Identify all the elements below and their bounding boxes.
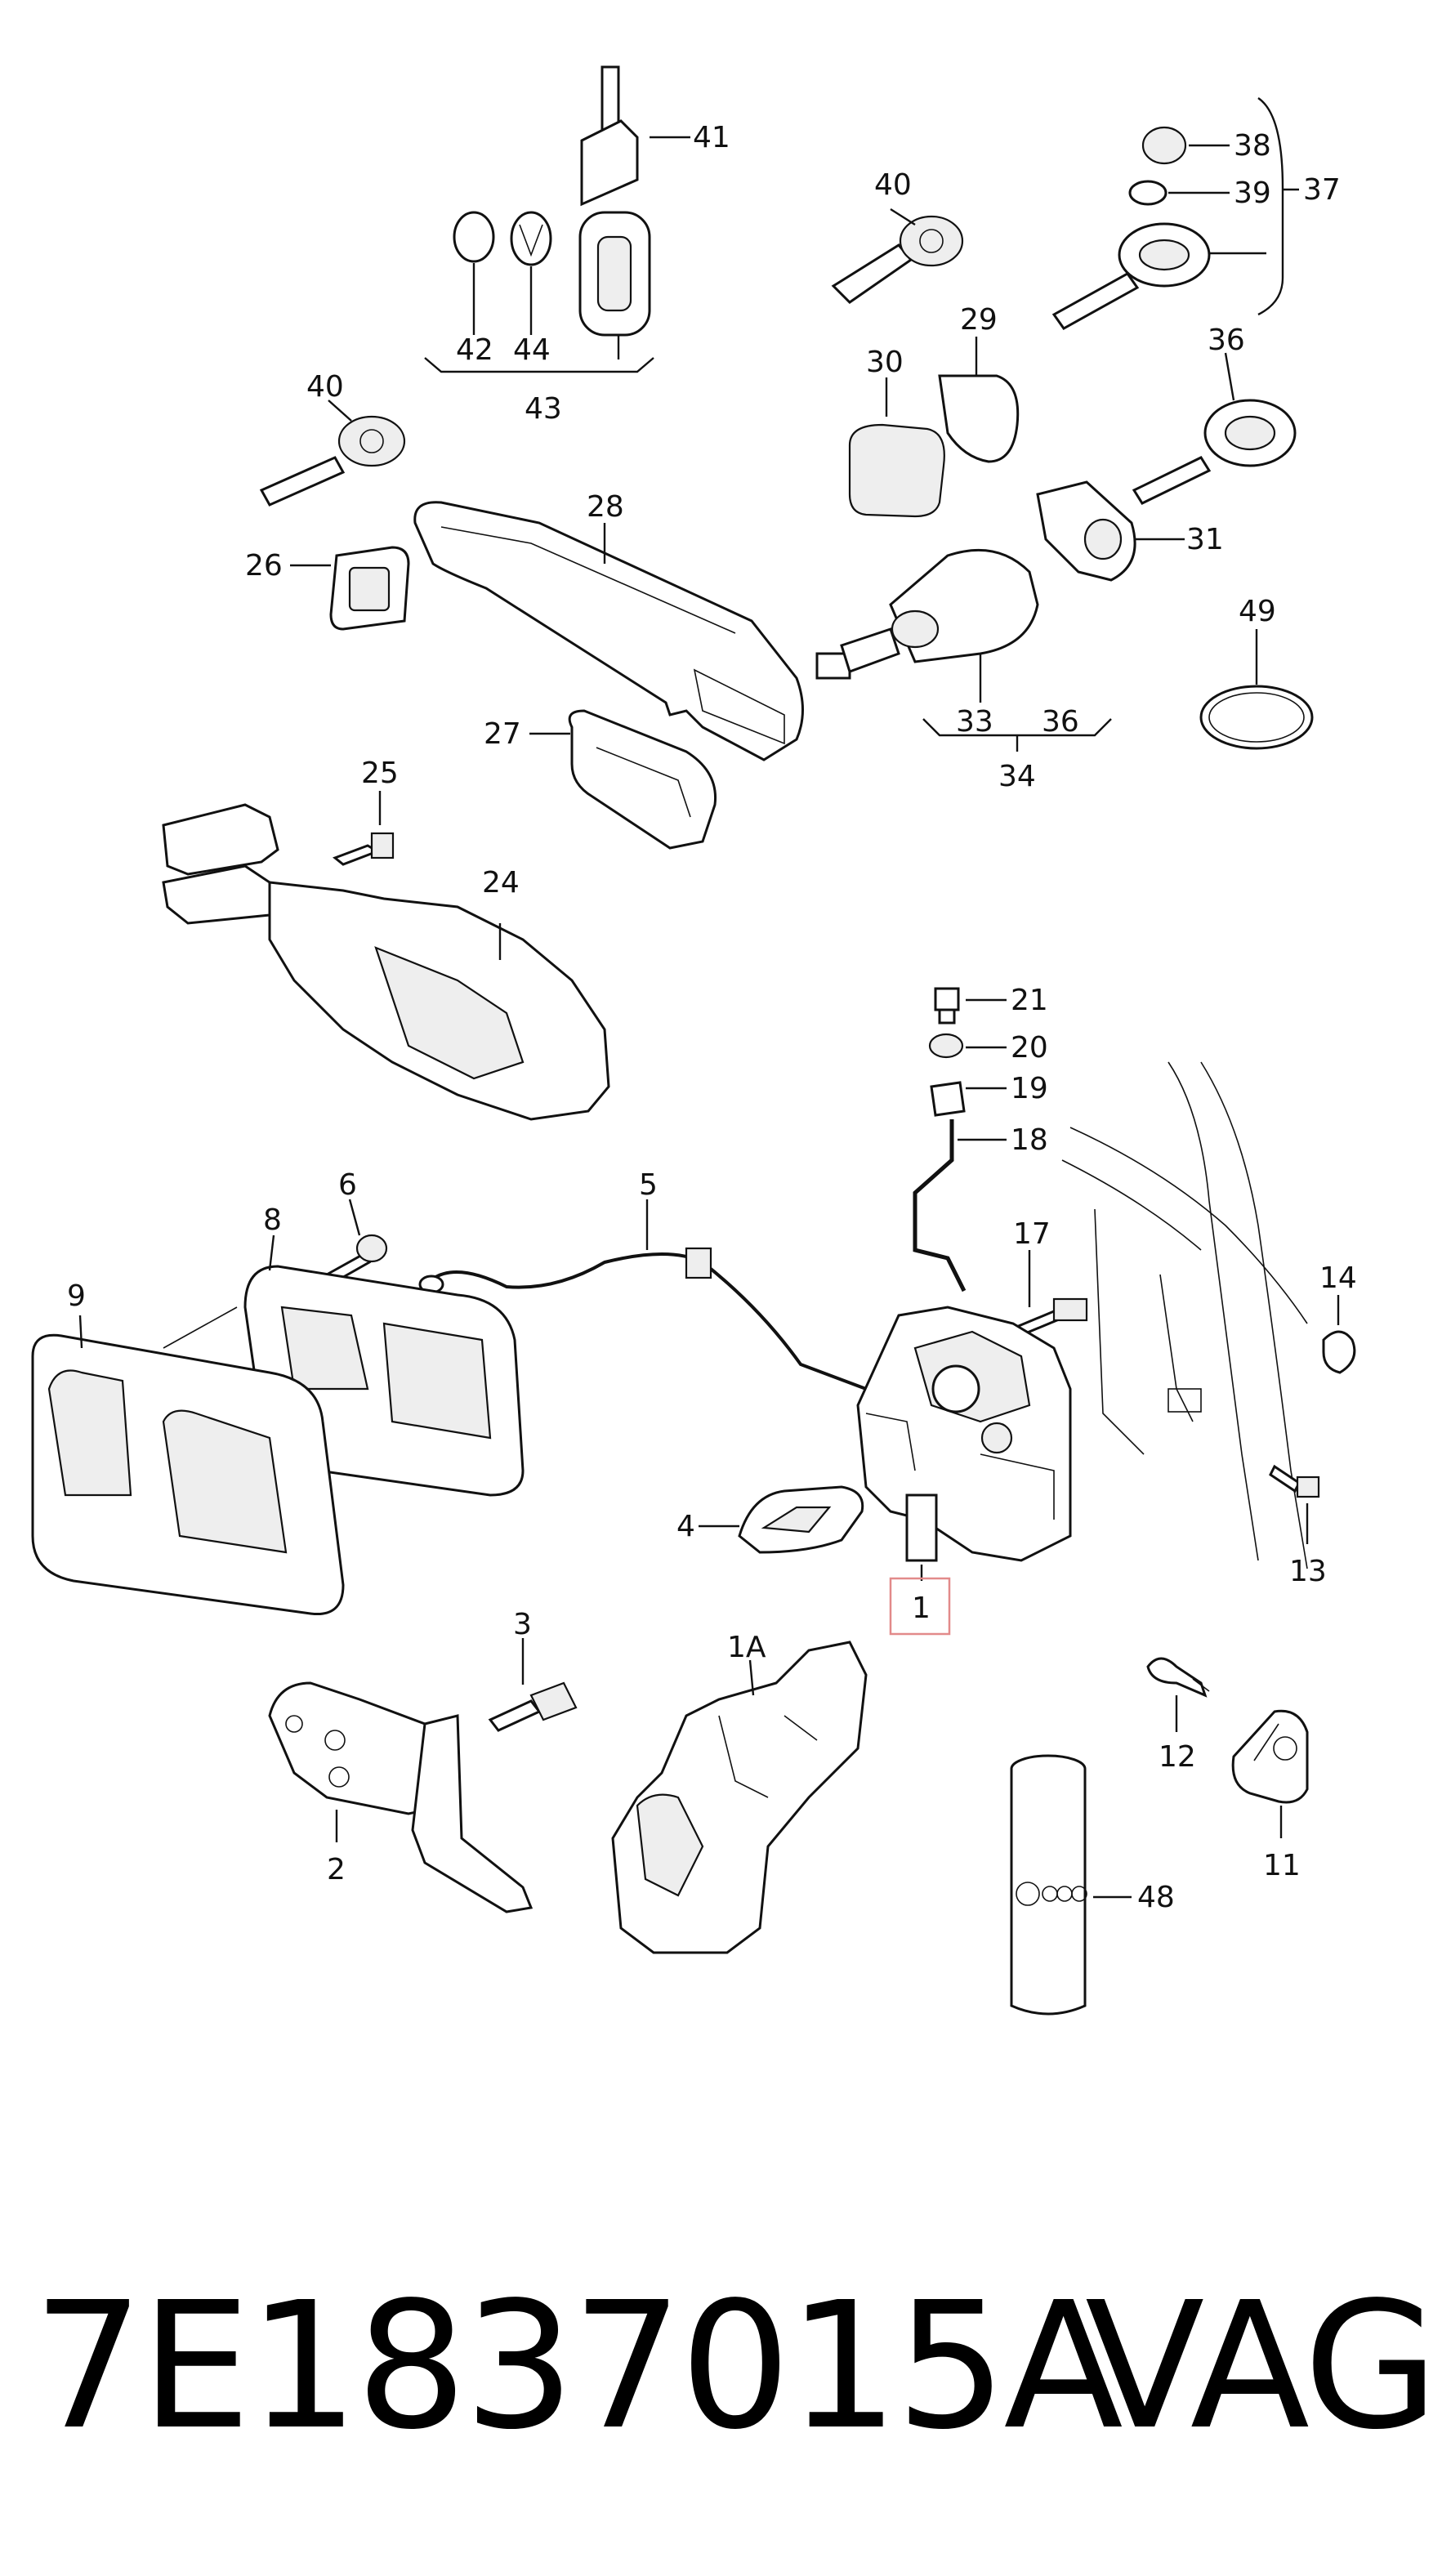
handle-4 [699,1485,864,1554]
callout-13: 13 [1289,1555,1327,1588]
callout-27: 27 [484,717,521,751]
callout-5: 5 [639,1168,658,1202]
callout-19: 19 [1011,1072,1048,1105]
key-blade-part [580,65,690,207]
callout-4: 4 [676,1510,695,1543]
callout-6: 6 [338,1168,357,1202]
key-36 [1132,352,1297,505]
bracket-2 [268,1638,578,1913]
o-ring-49 [1199,629,1314,750]
callout-21: 21 [1011,984,1048,1017]
callout-24: 24 [482,866,520,900]
lock-cap-30-29 [848,337,1020,518]
part-number: 7E1837015A [33,2265,1123,2468]
key-40-upper [831,208,964,304]
callout-42: 42 [456,333,493,367]
callout-36b: 36 [1042,705,1079,739]
callout-9: 9 [67,1279,86,1313]
callout-1A: 1A [727,1631,766,1664]
canister-48 [1010,1754,1132,2016]
callout-2: 2 [327,1853,346,1886]
callout-14: 14 [1319,1261,1357,1295]
callout-28: 28 [587,490,624,524]
striker-11 [1146,1657,1309,1838]
cylinder-bracket-31 [1036,480,1185,582]
callout-17: 17 [1013,1217,1051,1251]
callout-37: 37 [1303,173,1341,207]
brand-name: VAG [1085,2265,1439,2468]
callout-36a: 36 [1208,324,1245,357]
callout-43: 43 [525,392,562,426]
rod-parts-18-21 [913,987,1007,1292]
gasket-27 [529,709,717,850]
cable-5 [418,1199,867,1391]
highlight-part-1 [889,1577,951,1636]
gasket-26 [290,546,410,631]
parts-diagram: 41 42 44 43 40 40 [31,65,1357,2016]
key-fob-emblems [424,211,654,373]
callout-33: 33 [956,705,993,739]
callout-25: 25 [361,757,399,790]
callout-38: 38 [1234,129,1271,163]
key-40-left [259,400,406,507]
callout-18: 18 [1011,1123,1048,1157]
screw-13 [1269,1464,1320,1544]
key-parts-37 [1051,97,1299,330]
callout-1: 1 [912,1592,931,1625]
door-body-outline [1061,1061,1308,1569]
callout-8: 8 [263,1203,282,1237]
callout-3: 3 [513,1608,532,1641]
callout-12: 12 [1159,1740,1196,1774]
lock-housing-1A [611,1641,868,1954]
door-lock-1 [856,1306,1072,1581]
callout-11: 11 [1263,1849,1301,1882]
callout-39: 39 [1234,176,1271,210]
callout-41: 41 [693,121,730,154]
callout-44: 44 [513,333,551,367]
callout-31: 31 [1186,523,1224,556]
handle-bracket-24 [162,791,610,1121]
interior-trim [31,1199,525,1616]
callout-40a: 40 [874,168,912,202]
callout-49: 49 [1239,595,1276,628]
callout-20: 20 [1011,1031,1048,1065]
callout-30: 30 [866,346,904,379]
callout-29: 29 [960,303,998,337]
callout-34: 34 [998,760,1036,793]
lock-cylinder-33 [815,548,1112,752]
door-handle-28 [413,501,804,761]
callout-26: 26 [245,549,283,583]
callout-48: 48 [1137,1881,1175,1914]
callout-40b: 40 [306,370,344,404]
